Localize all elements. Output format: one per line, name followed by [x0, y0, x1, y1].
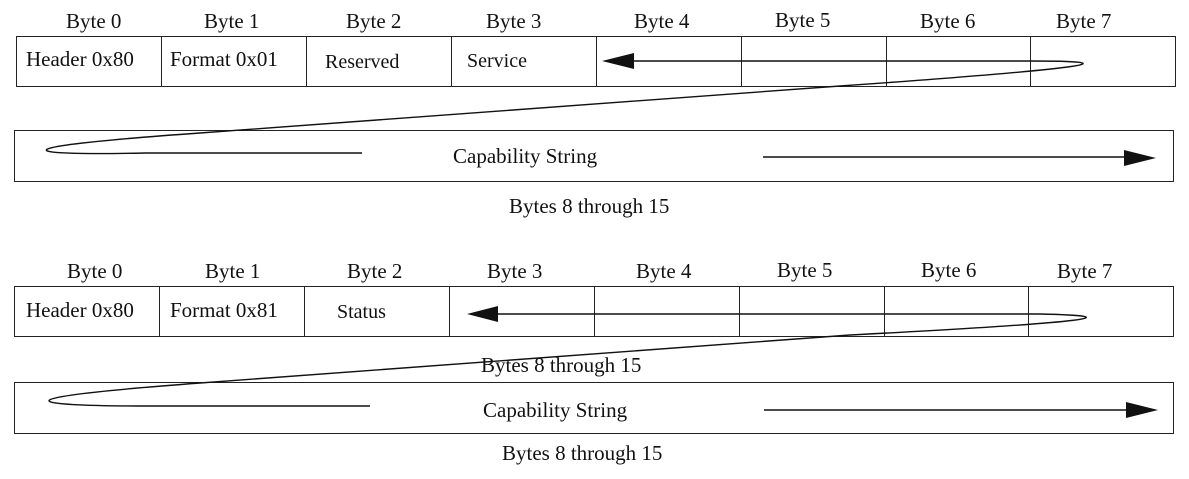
- byte-divider: [886, 36, 887, 87]
- status-field: Status: [337, 301, 386, 323]
- byte-header-6: Byte 6: [920, 9, 976, 33]
- format-field: Format 0x01: [170, 47, 278, 71]
- byte-divider: [306, 36, 307, 87]
- byte-header-1: Byte 1: [204, 9, 260, 33]
- byte-header-7: Byte 7: [1057, 259, 1113, 283]
- capability-string-label: Capability String: [483, 398, 628, 422]
- byte-header-4: Byte 4: [634, 9, 690, 33]
- byte-header-3: Byte 3: [487, 259, 543, 283]
- bytes-caption: Bytes 8 through 15: [509, 194, 670, 218]
- byte-header-5: Byte 5: [775, 8, 831, 32]
- capability-string-label: Capability String: [453, 144, 598, 168]
- header-field: Header 0x80: [26, 298, 134, 322]
- overlap-bytes-caption: Bytes 8 through 15: [481, 353, 642, 377]
- byte-divider: [741, 36, 742, 87]
- byte-divider: [739, 286, 740, 337]
- format-field: Format 0x81: [170, 298, 278, 322]
- byte-divider: [304, 286, 305, 337]
- header-field: Header 0x80: [26, 47, 134, 71]
- byte-header-1: Byte 1: [205, 259, 261, 283]
- byte-divider: [159, 286, 160, 337]
- byte-header-0: Byte 0: [66, 9, 122, 33]
- byte-header-4: Byte 4: [636, 259, 692, 283]
- byte-divider: [451, 36, 452, 87]
- byte-divider: [1028, 286, 1029, 337]
- byte-header-6: Byte 6: [921, 258, 977, 282]
- byte-header-2: Byte 2: [347, 259, 403, 283]
- byte-divider: [449, 286, 450, 337]
- bytes-caption: Bytes 8 through 15: [502, 441, 663, 465]
- byte-header-5: Byte 5: [777, 258, 833, 282]
- byte-header-2: Byte 2: [346, 9, 402, 33]
- byte-divider: [1030, 36, 1031, 87]
- service-field: Service: [467, 50, 527, 72]
- byte-header-3: Byte 3: [486, 9, 542, 33]
- byte-header-7: Byte 7: [1056, 9, 1112, 33]
- byte-divider: [594, 286, 595, 337]
- byte-header-0: Byte 0: [67, 259, 123, 283]
- byte-divider: [161, 36, 162, 87]
- byte-divider: [884, 286, 885, 337]
- byte-divider: [596, 36, 597, 87]
- reserved-field: Reserved: [325, 51, 400, 73]
